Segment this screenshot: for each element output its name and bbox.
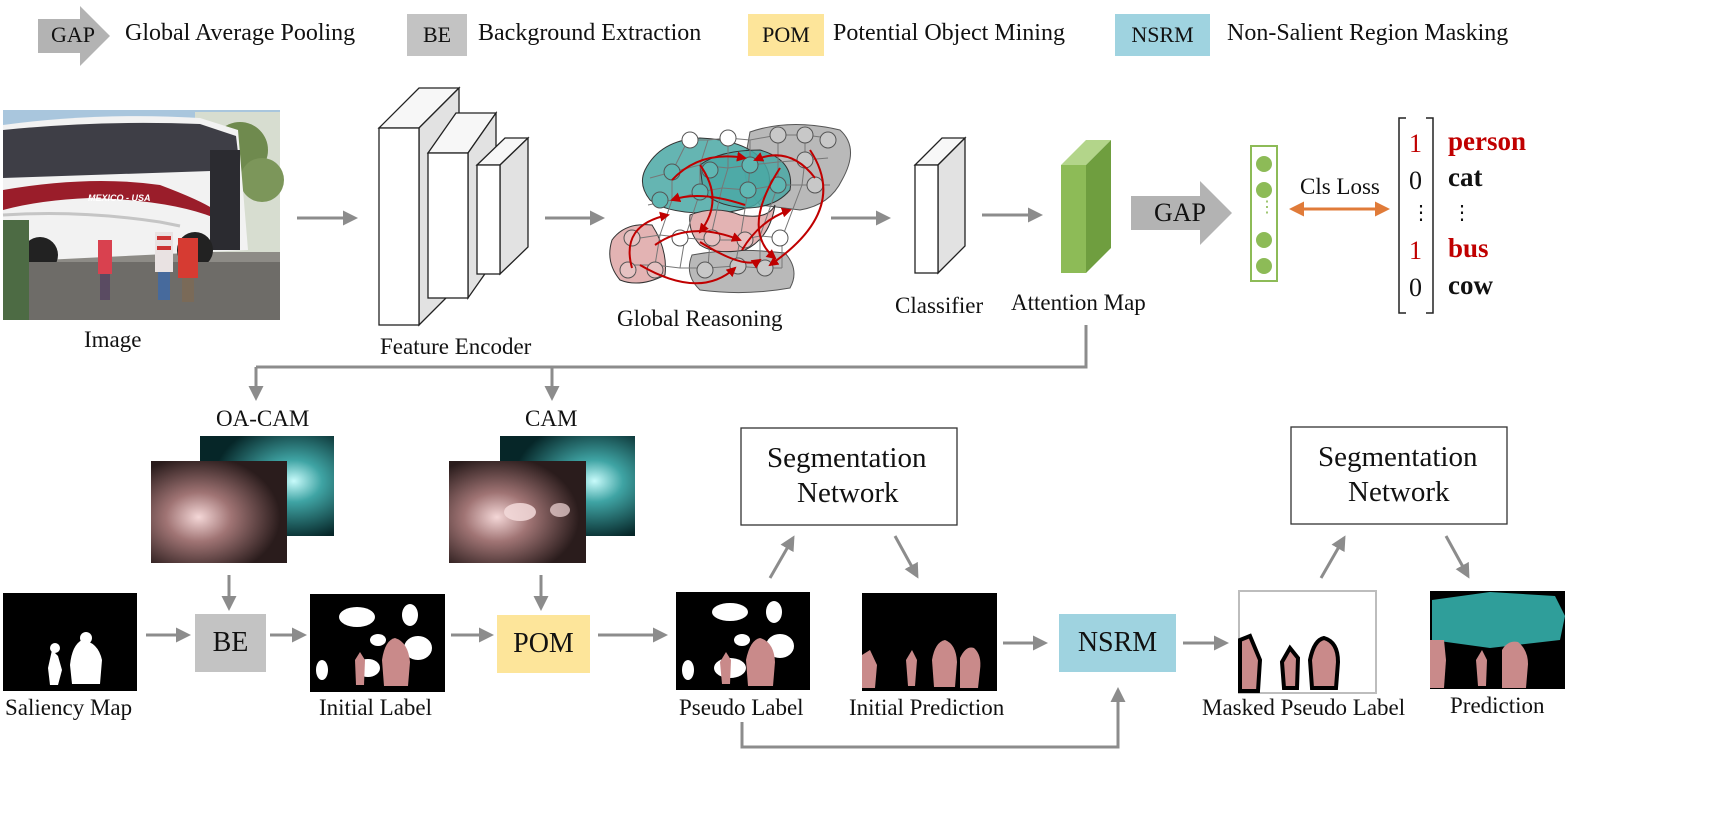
legend	[38, 6, 1210, 66]
legend-gap-abbr: GAP	[50, 22, 95, 47]
image-label: Image	[84, 327, 142, 352]
segmentation-network-2-box	[1290, 426, 1508, 525]
class-value-ellipsis: ⋮	[1411, 202, 1431, 224]
arrow-attention-branch	[256, 325, 1088, 369]
nsrm-label: NSRM	[1077, 627, 1158, 658]
gap-arrow	[1131, 181, 1232, 245]
input-image	[2, 110, 284, 320]
cls-loss-label: Cls Loss	[1300, 174, 1380, 199]
class-name-cat: cat	[1448, 162, 1483, 192]
oacam-maps	[151, 436, 334, 563]
pseudo-label-label: Pseudo Label	[679, 695, 804, 720]
class-value-person: 1	[1409, 129, 1422, 158]
legend-gap-text: Global Average Pooling	[125, 20, 356, 46]
saliency-map-image	[3, 593, 137, 691]
class-name-ellipsis: ⋮	[1452, 202, 1472, 224]
pseudo-label-image	[676, 592, 810, 690]
legend-be-abbr: BE	[422, 22, 452, 47]
prediction-label: Prediction	[1450, 693, 1545, 718]
arrow-pseudo-to-nsrm	[740, 687, 1126, 749]
attention-map-block	[1061, 140, 1111, 273]
be-label: BE	[212, 627, 249, 658]
legend-nsrm-abbr: NSRM	[1131, 22, 1194, 47]
pom-label: POM	[513, 628, 574, 659]
legend-pom-box	[748, 14, 824, 56]
cam-maps	[449, 436, 635, 563]
pom-box	[497, 615, 590, 673]
arrow-pseudo-to-seg1	[768, 535, 795, 579]
bus-side-text: MEXICO - USA	[88, 193, 151, 203]
class-name-bus: bus	[1448, 233, 1489, 263]
legend-nsrm-text: Non-Salient Region Masking	[1227, 20, 1509, 46]
legend-nsrm-box	[1115, 14, 1210, 56]
cam-label: CAM	[525, 406, 578, 431]
initial-label-label: Initial Label	[319, 695, 433, 720]
feature-encoder	[377, 86, 530, 327]
attention-map-label: Attention Map	[1011, 290, 1146, 315]
initial-prediction-label: Initial Prediction	[849, 695, 1005, 720]
arrow-masked-to-seg2	[1319, 535, 1346, 579]
segmentation-network-2-line1: Segmentation	[1318, 441, 1478, 473]
classifier-label: Classifier	[895, 293, 984, 318]
arrow-seg1-to-initial-pred	[893, 535, 919, 579]
prediction-image	[1430, 591, 1565, 689]
feature-encoder-label: Feature Encoder	[380, 334, 532, 359]
initial-label-image	[310, 594, 445, 692]
legend-pom-abbr: POM	[762, 22, 810, 47]
class-name-person: person	[1448, 126, 1527, 156]
segmentation-network-1-line1: Segmentation	[767, 442, 927, 474]
classifier-block	[913, 136, 967, 275]
class-name-cow: cow	[1448, 270, 1493, 300]
masked-pseudo-label-label: Masked Pseudo Label	[1202, 695, 1406, 720]
be-box	[195, 614, 266, 672]
class-value-cat: 0	[1409, 166, 1422, 195]
class-value-bus: 1	[1409, 236, 1422, 265]
legend-be-box	[407, 14, 467, 56]
segmentation-network-1-line2: Network	[797, 477, 899, 509]
segmentation-network-2-line2: Network	[1348, 476, 1450, 508]
global-reasoning-graph	[609, 124, 851, 294]
global-reasoning-label: Global Reasoning	[617, 306, 783, 331]
masked-pseudo-label-image	[1238, 590, 1377, 694]
segmentation-network-1-box	[740, 427, 958, 526]
oacam-label: OA-CAM	[216, 406, 310, 431]
nsrm-box	[1059, 614, 1176, 672]
initial-prediction-image	[862, 593, 997, 691]
legend-pom-text: Potential Object Mining	[833, 20, 1065, 46]
saliency-map-label: Saliency Map	[5, 695, 133, 720]
gap-arrow-label: GAP	[1153, 198, 1206, 227]
pooled-vector	[1250, 145, 1278, 282]
class-value-cow: 0	[1409, 273, 1422, 302]
legend-be-text: Background Extraction	[478, 20, 702, 46]
arrow-seg2-to-prediction	[1444, 535, 1470, 579]
vector-ellipsis: ⋮	[1259, 199, 1275, 216]
legend-gap-arrow	[38, 6, 110, 66]
label-vector-bracket	[1398, 117, 1434, 314]
